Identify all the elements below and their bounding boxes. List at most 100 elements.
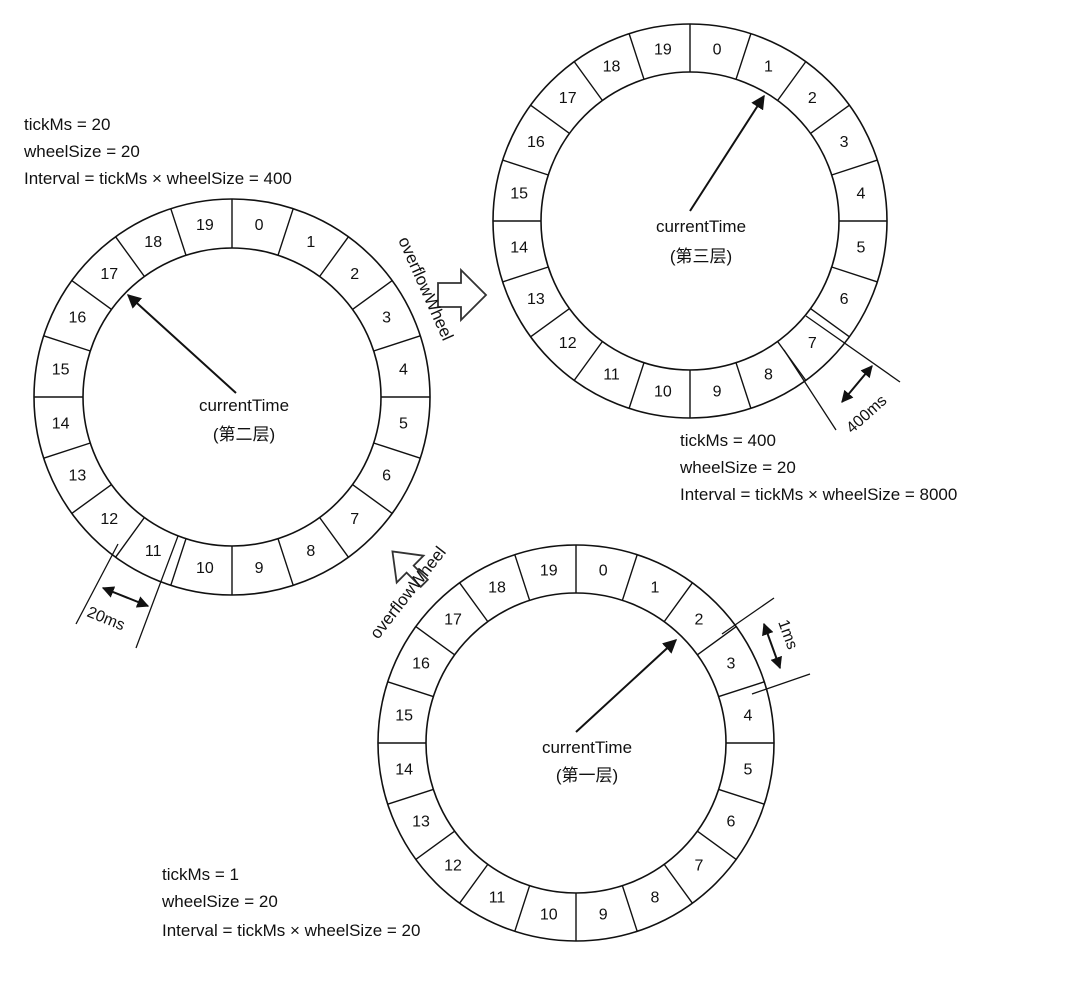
layer2-slot-divider [170, 538, 187, 586]
layer1-slot-divider [663, 863, 693, 904]
layer1-span-edge-lower [751, 673, 811, 695]
layer3-current-time-pointer [689, 94, 765, 212]
overflow-wheel-arrow-upper: overflowWheel [394, 234, 488, 343]
layer2-slot-12: 12 [100, 511, 118, 528]
layer1-slot-divider [621, 885, 638, 932]
layer1-span-indicator: 1ms [721, 597, 811, 695]
layer3-slot-12: 12 [559, 335, 577, 352]
layer1-note-tickms: tickMs = 1 [162, 865, 239, 884]
layer2-slot-divider [115, 517, 145, 558]
layer2-note-interval: Interval = tickMs × wheelSize = 400 [24, 169, 292, 188]
layer2-slot-15: 15 [52, 361, 70, 378]
layer3-span-edge-upper [805, 315, 901, 383]
layer1-slot-divider [459, 582, 489, 623]
layer3-span-edge-lower [783, 349, 837, 431]
layer2-span-edge-right [135, 535, 179, 649]
layer3-slot-5: 5 [856, 240, 865, 257]
layer3-slot-3: 3 [840, 134, 849, 151]
layer3-span-label: 400ms [843, 392, 890, 437]
layer2-slot-4: 4 [399, 361, 408, 378]
layer1-note-wheelsize: wheelSize = 20 [161, 892, 278, 911]
layer2-slot-16: 16 [69, 310, 87, 327]
layer1-span-edge-upper [721, 597, 775, 635]
layer1-slot-divider [718, 681, 765, 698]
overflow-wheel-arrow-lower: overflowWheel [366, 543, 450, 643]
layer3-slot-10: 10 [654, 383, 672, 400]
layer2-slot-divider [352, 484, 393, 514]
layer2-slot-divider [373, 335, 421, 352]
layer3-slot-divider [810, 104, 850, 134]
layer1-note-interval: Interval = tickMs × wheelSize = 20 [162, 921, 420, 940]
layer2-slot-divider [373, 442, 421, 459]
layer1-slot-17: 17 [444, 612, 462, 629]
layer3-slot-divider [831, 159, 878, 176]
layer1-slot-7: 7 [695, 858, 704, 875]
layer1-slot-divider [415, 626, 456, 656]
layer3-slot-0: 0 [713, 42, 722, 59]
layer2-notes: tickMs = 20 wheelSize = 20 Interval = ti… [23, 115, 292, 188]
layer3-slot-divider [530, 308, 570, 338]
layer2-slot-divider [277, 538, 294, 586]
layer1-span-label: 1ms [774, 618, 800, 652]
layer3-slot-15: 15 [510, 185, 528, 202]
layer2-slot-0: 0 [255, 217, 264, 234]
layer2-slot-11: 11 [145, 543, 162, 560]
layer3-notes: tickMs = 400 wheelSize = 20 Interval = t… [679, 431, 957, 504]
layer1-slot-divider [621, 554, 638, 601]
layer1-slot-divider [459, 863, 489, 904]
layer2-slot-divider [352, 280, 393, 310]
layer2-slot-9: 9 [255, 560, 264, 577]
layer3-slot-4: 4 [856, 185, 865, 202]
layer3-note-interval: Interval = tickMs × wheelSize = 8000 [680, 485, 957, 504]
layer2-slot-17: 17 [100, 266, 118, 283]
layer2-slot-divider [319, 517, 349, 558]
layer3-slot-divider [502, 159, 549, 176]
layer1-slot-10: 10 [540, 906, 558, 923]
layer1-slot-divider [415, 830, 456, 860]
layer3-slot-divider [735, 33, 752, 80]
layer3-span-arrow [841, 365, 873, 403]
layer1-slot-14: 14 [395, 762, 413, 779]
layer3-slot-14: 14 [510, 240, 528, 257]
layer1-slot-0: 0 [599, 563, 608, 580]
layer1-slot-divider [387, 681, 434, 698]
layer2-current-time-label: currentTime [199, 396, 289, 415]
layer1-slot-15: 15 [395, 707, 413, 724]
layer3-slot-divider [810, 308, 850, 338]
layer2-slot-divider [43, 335, 91, 352]
layer2-slot-14: 14 [52, 416, 70, 433]
layer1-slot-9: 9 [599, 906, 608, 923]
layer2-slot-divider [71, 484, 112, 514]
layer2-span-arrow [101, 586, 150, 608]
layer2-slot-19: 19 [196, 217, 214, 234]
layer2-span-label: 20ms [85, 604, 128, 634]
layer3-slot-17: 17 [559, 90, 577, 107]
layer2-slot-3: 3 [382, 310, 391, 327]
layer2-span-edge-left [75, 543, 119, 625]
layer3-slot-16: 16 [527, 134, 545, 151]
layer1-slot-divider [696, 830, 737, 860]
layer1-slot-divider [663, 582, 693, 623]
layer3-slot-divider [735, 362, 752, 409]
layer3-note-wheelsize: wheelSize = 20 [679, 458, 796, 477]
layer3-slot-divider [831, 266, 878, 283]
layer1-slot-3: 3 [727, 656, 736, 673]
layer1-slot-4: 4 [743, 707, 752, 724]
layer1-layer-label: (第一层) [556, 766, 618, 785]
layer1-slot-18: 18 [488, 580, 506, 597]
layer2-slot-6: 6 [382, 467, 391, 484]
layer2-span-indicator: 20ms [75, 535, 179, 649]
layer1-slot-divider [696, 626, 737, 656]
layer2-note-tickms: tickMs = 20 [24, 115, 110, 134]
layer3-slot-6: 6 [840, 291, 849, 308]
layer3-slot-2: 2 [808, 90, 817, 107]
hollow-arrow-up-left-icon [391, 550, 430, 589]
layer2-note-wheelsize: wheelSize = 20 [23, 142, 140, 161]
layer3-slot-1: 1 [764, 58, 773, 75]
layer1-slot-11: 11 [489, 890, 506, 907]
layer1-slot-13: 13 [412, 814, 430, 831]
layer2-slot-5: 5 [399, 416, 408, 433]
